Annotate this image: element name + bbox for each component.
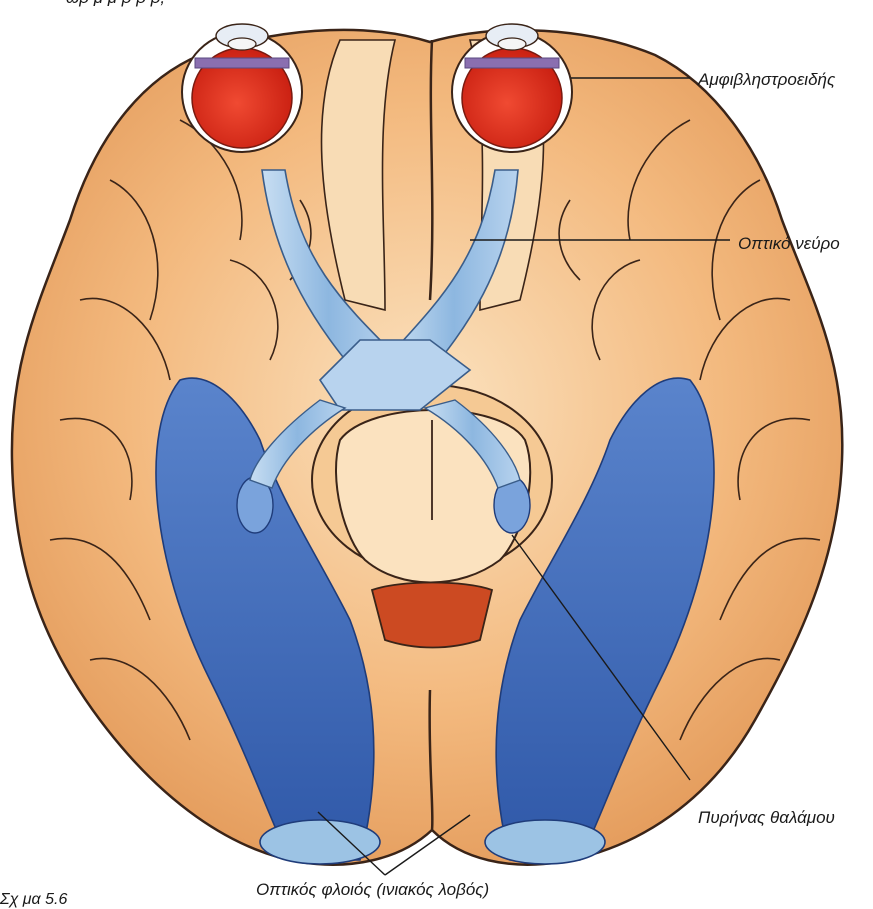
visual-cortex-right [485, 820, 605, 864]
visual-cortex-left [260, 820, 380, 864]
label-optic-nerve: Οπτικό νεύρο [738, 234, 840, 254]
label-visual-cortex: Οπτικός φλοιός (ινιακός λοβός) [256, 880, 489, 900]
label-retina: Αμφιβληστροειδής [698, 70, 835, 90]
label-thalamus-nucleus: Πυρήνας θαλάμου [698, 808, 835, 828]
figure-caption-cropped: Σχ μα 5.6 [0, 891, 67, 909]
cerebellar-vermis [372, 583, 492, 648]
